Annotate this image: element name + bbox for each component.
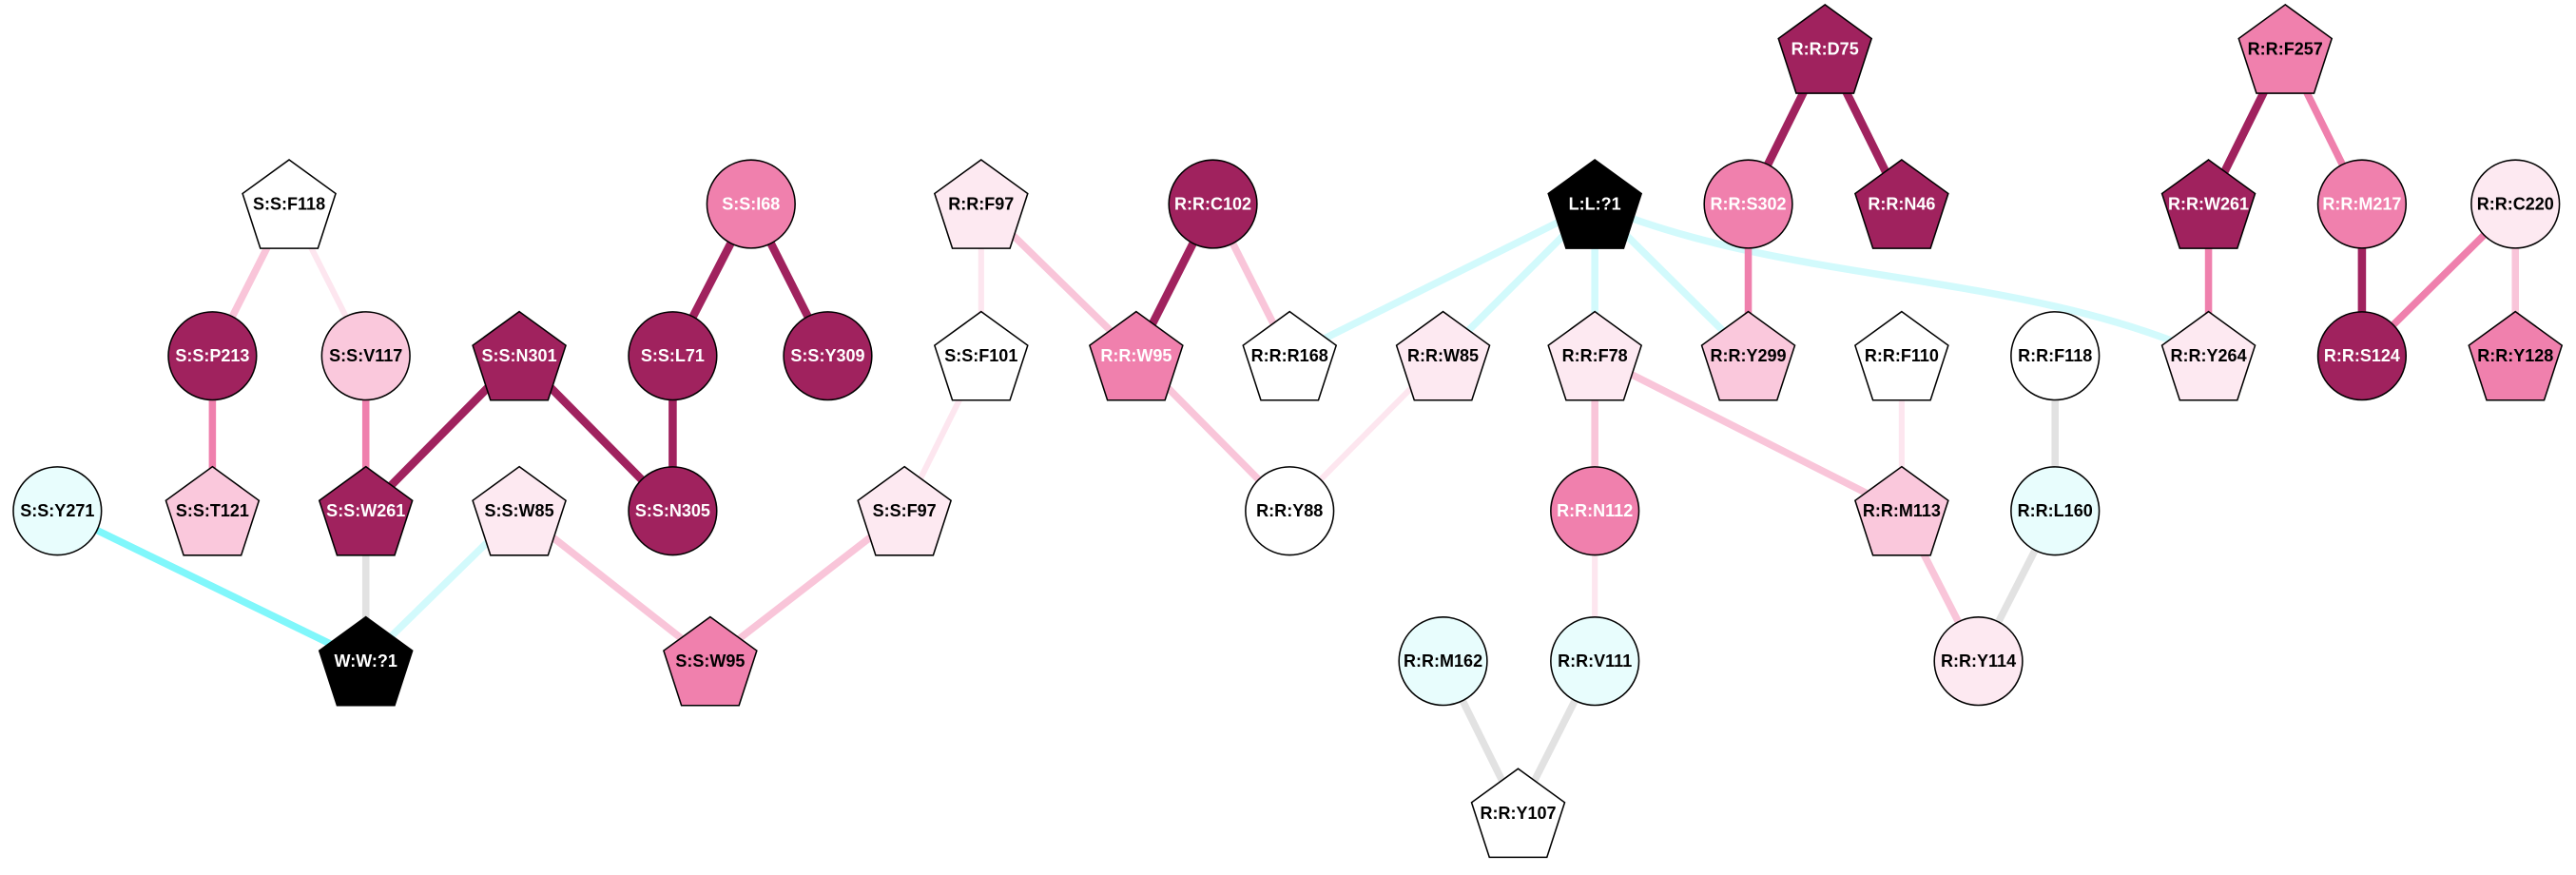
node-s-s-v117: S:S:V117 [320,311,411,401]
node-circle [1398,616,1488,707]
node-s-s-n301: S:S:N301 [472,310,567,401]
node-circle [1703,159,1793,249]
node-r-r-s124: R:R:S124 [2316,311,2408,401]
node-s-s-t121: S:S:T121 [165,465,261,556]
edge-r-r-f78-to-r-r-m113 [1593,352,1904,515]
node-r-r-c102: R:R:C102 [1168,159,1258,249]
node-pentagon [857,465,953,556]
node-pentagon [1853,159,1949,249]
node-r-r-v111: R:R:V111 [1550,616,1640,707]
edges-layer [55,47,2520,815]
node-s-s-w95: S:S:W95 [663,615,758,707]
node-pentagon [1088,310,1184,401]
node-pentagon [663,615,758,707]
node-pentagon [1470,768,1566,859]
node-s-s-y271: S:S:Y271 [12,466,103,556]
node-r-r-y264: R:R:Y264 [2160,310,2256,401]
node-circle [2316,311,2408,401]
node-r-r-y128: R:R:Y128 [2468,310,2564,401]
node-pentagon [1853,310,1949,401]
node-s-s-p213: S:S:P213 [167,311,258,401]
node-r-r-y114: R:R:Y114 [1933,616,2024,707]
node-circle [320,311,411,401]
node-r-r-m162: R:R:M162 [1398,616,1488,707]
node-pentagon [1242,310,1338,401]
node-circle [2316,159,2408,249]
node-pentagon [318,465,414,556]
edge-l-l-q1-to-r-r-y264 [1593,201,2211,360]
node-r-r-d75: R:R:D75 [1777,3,1873,94]
node-pentagon [1700,310,1796,401]
node-circle [783,311,873,401]
node-r-r-c220: R:R:C220 [2470,159,2561,249]
node-r-r-f78: R:R:F78 [1547,310,1643,401]
node-s-s-y309: S:S:Y309 [783,311,873,401]
node-r-r-f97: R:R:F97 [933,159,1029,249]
node-pentagon [1547,159,1643,249]
node-r-r-y88: R:R:Y88 [1245,466,1335,556]
node-pentagon [1777,3,1873,94]
node-pentagon [165,465,261,556]
node-circle [1550,466,1640,556]
edge-l-l-q1-to-r-r-r168 [1288,201,1597,360]
node-r-r-f118: R:R:F118 [2010,311,2101,401]
node-pentagon [1853,465,1949,556]
node-s-s-i68: S:S:I68 [706,159,796,249]
node-pentagon [2237,3,2334,94]
node-l-l-q1: L:L:?1 [1547,159,1643,249]
node-r-r-r168: R:R:R168 [1242,310,1338,401]
node-s-s-f118: S:S:F118 [242,159,337,249]
node-r-r-s302: R:R:S302 [1703,159,1793,249]
node-s-s-n305: S:S:N305 [628,466,718,556]
node-pentagon [2160,159,2256,249]
node-r-r-f110: R:R:F110 [1853,310,1949,401]
node-circle [1168,159,1258,249]
node-pentagon [472,465,567,556]
node-r-r-n46: R:R:N46 [1853,159,1949,249]
node-r-r-m217: R:R:M217 [2316,159,2408,249]
node-circle [628,311,718,401]
node-pentagon [1547,310,1643,401]
node-s-s-w85: S:S:W85 [472,465,567,556]
node-pentagon [318,615,414,707]
node-pentagon [933,159,1029,249]
node-circle [2470,159,2561,249]
node-r-r-n112: R:R:N112 [1550,466,1640,556]
node-pentagon [2468,310,2564,401]
node-circle [1550,616,1640,707]
node-circle [628,466,718,556]
node-s-s-l71: S:S:L71 [628,311,718,401]
node-circle [12,466,103,556]
node-s-s-f97: S:S:F97 [857,465,953,556]
node-circle [1245,466,1335,556]
node-circle [1933,616,2024,707]
node-s-s-f101: S:S:F101 [933,310,1029,401]
node-pentagon [933,310,1029,401]
node-r-r-w261: R:R:W261 [2160,159,2256,249]
edge-s-s-y271-to-w-w-q1 [55,507,368,665]
node-r-r-m113: R:R:M113 [1853,465,1949,556]
node-circle [167,311,258,401]
node-circle [2010,311,2101,401]
node-r-r-y107: R:R:Y107 [1470,768,1566,859]
node-circle [2010,466,2101,556]
node-pentagon [242,159,337,249]
node-pentagon [2160,310,2256,401]
node-r-r-f257: R:R:F257 [2237,3,2334,94]
node-r-r-l160: R:R:L160 [2010,466,2101,556]
node-pentagon [1395,310,1491,401]
node-circle [706,159,796,249]
node-pentagon [472,310,567,401]
